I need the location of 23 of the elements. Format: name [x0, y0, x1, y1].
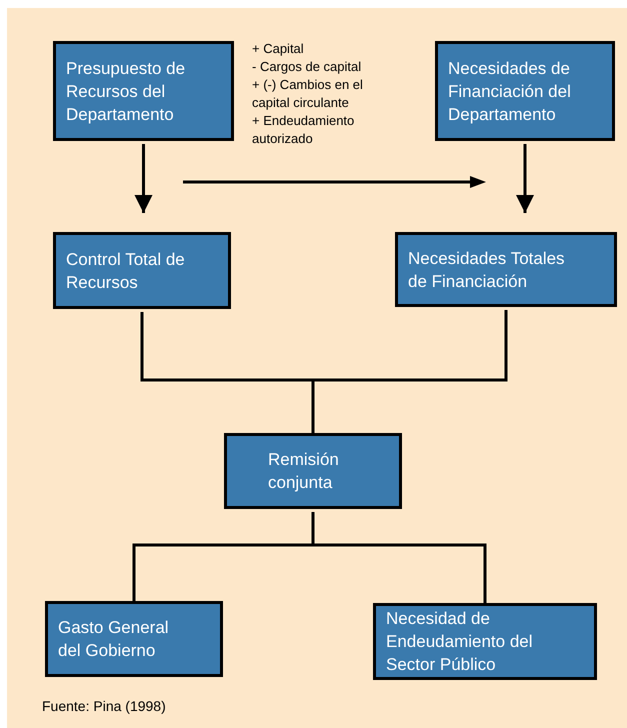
connector-line [312, 310, 508, 433]
note-text: + Endeudamiento autorizado [252, 112, 356, 148]
box-label: Necesidades de Financiación del Departamento [448, 58, 572, 126]
process-box [395, 232, 617, 307]
box-label: Control Total de Recursos [66, 248, 186, 294]
box-label: Necesidad de Endeudamiento del Sector Público [386, 608, 534, 676]
process-box [53, 41, 234, 141]
process-box [45, 601, 223, 677]
note-text: + Capital [252, 40, 305, 58]
process-box [373, 603, 597, 680]
box-label: Remisión conjunta [268, 449, 340, 494]
process-box [53, 232, 231, 309]
connector-line [312, 512, 486, 603]
source-caption: Fuente: Pina (1998) [42, 697, 166, 716]
arrow [134, 144, 152, 213]
note-text: - Cargos de capital [252, 58, 362, 76]
note-text: + (-) Cambios en el capital circulante [252, 76, 364, 112]
process-box [224, 433, 402, 509]
arrow [516, 144, 534, 213]
process-box [435, 41, 615, 141]
box-label: Gasto General del Gobierno [58, 617, 170, 662]
box-label: Presupuesto de Recursos del Departamento [66, 58, 186, 126]
box-label: Necesidades Totales de Financiación [408, 248, 566, 292]
